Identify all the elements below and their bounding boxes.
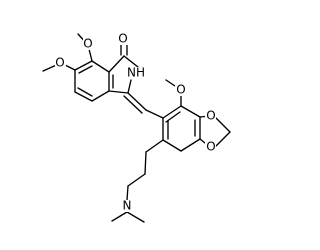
bond xyxy=(127,79,132,94)
bond xyxy=(144,151,147,175)
bond xyxy=(74,91,93,102)
bond xyxy=(165,111,181,123)
atom-nitrogen-lactam: NH xyxy=(127,66,145,80)
atom-nitrogen-dimethylamino: N xyxy=(123,199,132,213)
atom-oxygen-dioxole-upper: O xyxy=(206,109,215,123)
bond xyxy=(123,95,143,114)
bond xyxy=(127,92,147,111)
atom-oxygen-carbonyl: O xyxy=(118,32,127,46)
atom-oxygen-dioxole-lower: O xyxy=(206,140,215,154)
atom-oxygen-methoxy-left: O xyxy=(55,56,64,70)
bond xyxy=(108,90,129,94)
bond xyxy=(180,105,201,118)
bond-layer xyxy=(42,33,231,223)
bond xyxy=(145,109,164,119)
bond xyxy=(123,55,139,68)
bond xyxy=(111,211,128,222)
bond xyxy=(126,211,145,223)
bond xyxy=(91,60,110,73)
bond xyxy=(108,55,125,73)
bond xyxy=(162,139,182,152)
bond xyxy=(127,173,146,187)
bond xyxy=(145,139,164,153)
atom-label-layer: O NH O O O O O N xyxy=(55,32,216,213)
chemical-structure: O NH O O O O O N xyxy=(42,32,231,223)
bond xyxy=(180,138,201,152)
bond xyxy=(74,60,93,71)
bond xyxy=(126,185,129,201)
bond xyxy=(215,117,231,133)
bond xyxy=(78,65,93,74)
atom-oxygen-methoxy-top: O xyxy=(83,37,92,51)
bond xyxy=(215,131,231,147)
bond xyxy=(91,90,110,102)
bond xyxy=(77,87,93,97)
atom-oxygen-methoxy-right: O xyxy=(176,83,185,97)
bond xyxy=(162,105,182,119)
